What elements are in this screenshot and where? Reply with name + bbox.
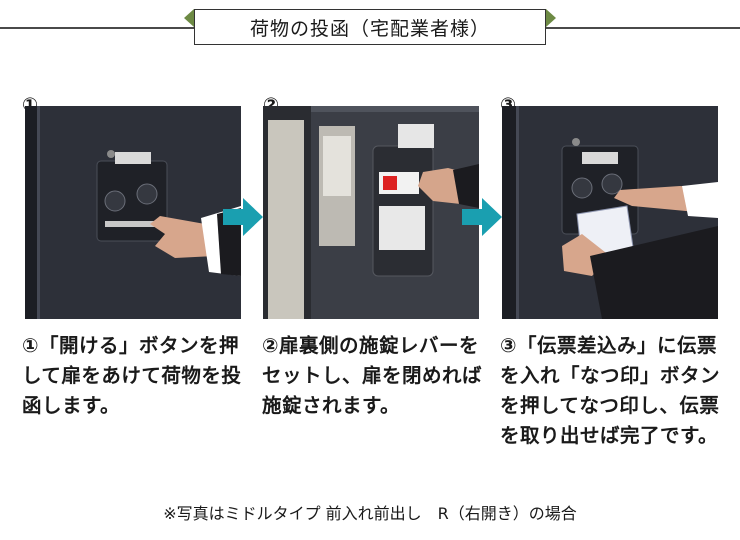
header-right-triangle xyxy=(546,9,556,27)
step-3-description: ③「伝票差込み」に伝票を入れ「なつ印」ボタンを押してなつ印し、伝票を取り出せば完… xyxy=(500,334,721,447)
page-title: 荷物の投函（宅配業者様） xyxy=(194,9,546,45)
step-2-photo xyxy=(263,106,479,319)
step-arrow-icon xyxy=(462,198,502,236)
step-1-photo xyxy=(25,106,241,319)
step-3-photo xyxy=(502,106,718,319)
header-rule-right xyxy=(546,27,740,29)
photo-note: ※写真はミドルタイプ 前入れ前出し R（右開き）の場合 xyxy=(163,504,577,523)
step-2-description: ②扉裏側の施錠レバーをセットし、扉を閉めれば施錠されます。 xyxy=(262,334,483,417)
header-rule-left xyxy=(0,27,194,29)
step-arrow-icon xyxy=(223,198,263,236)
header-left-triangle xyxy=(184,9,194,27)
step-1-description: ①「開ける」ボタンを押して扉をあけて荷物を投函します。 xyxy=(22,334,242,417)
